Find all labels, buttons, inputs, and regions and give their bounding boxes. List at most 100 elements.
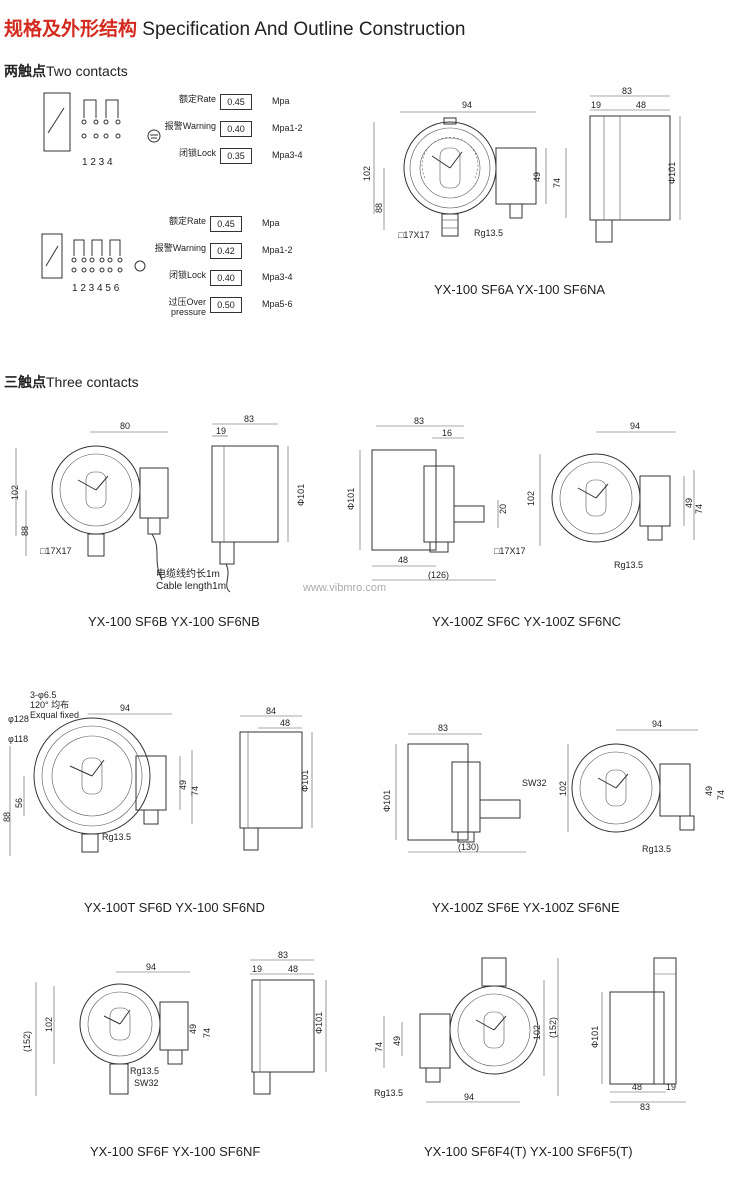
- dim-rg-f4: Rg13.5: [374, 1088, 403, 1098]
- dim-49-d: 49: [178, 780, 188, 790]
- terminal-numbers-6: 1 2 3 4 5 6: [72, 283, 120, 294]
- dim-152-f4: (152): [548, 1017, 558, 1038]
- dim-83-c: 83: [414, 416, 424, 426]
- dim-94-e: 94: [652, 719, 662, 729]
- dim-83-f: 83: [278, 950, 288, 960]
- terminal-numbers: 1 2 3 4: [82, 157, 113, 168]
- dim-48-c: 48: [398, 555, 408, 565]
- dim-19: 19: [591, 100, 601, 110]
- spec-unit: Mpa: [272, 96, 290, 106]
- spec-unit: Mpa3-4: [272, 150, 303, 160]
- dim-83-b: 83: [244, 414, 254, 424]
- dim-19-f: 19: [252, 964, 262, 974]
- dim-74-d: 74: [190, 786, 200, 796]
- dim-19-f4: 19: [666, 1082, 676, 1092]
- gauge-drawing-sf6f4: 74 49 102 (152) 94 Rg13.5 48 19 83 Φ101: [374, 957, 686, 1112]
- spec-value: 0.40: [220, 121, 252, 137]
- watermark: www.vibmro.com: [303, 582, 387, 594]
- dim-101: Φ101: [667, 162, 677, 184]
- dim-128: φ128: [8, 714, 29, 724]
- dim-102: 102: [362, 166, 372, 181]
- dim-rg-f: Rg13.5: [130, 1066, 159, 1076]
- dim-74-f4: 74: [374, 1042, 384, 1052]
- dim-square-c: □17X17: [494, 546, 525, 556]
- dim-rg-d: Rg13.5: [102, 832, 131, 842]
- spec-label: 过压Over pressure: [168, 297, 206, 317]
- spec-value: 0.40: [210, 270, 242, 286]
- dim-74-c: 74: [694, 504, 704, 514]
- gauge-drawing-sf6d: 94 φ128 φ118 88 56 49 74 Rg13.5 84 48 Φ1…: [2, 703, 313, 856]
- caption-sf6e: YX-100Z SF6E YX-100Z SF6NE: [432, 900, 620, 915]
- spec-label: 报警Warning: [154, 243, 206, 253]
- dim-49-e: 49: [704, 786, 714, 796]
- spec-label: 额定Rate: [168, 216, 206, 226]
- dim-20: 20: [498, 504, 508, 514]
- spec-value: 0.35: [220, 148, 252, 164]
- spec-label: 闭锁Lock: [168, 270, 206, 280]
- dim-rg-c: Rg13.5: [614, 560, 643, 570]
- dim-102-b: 102: [10, 485, 20, 500]
- dim-74-e: 74: [716, 790, 726, 800]
- gauge-drawing-sf6b: 80 102 88 □17X17 83 19 Φ101: [10, 414, 306, 593]
- dim-16: 16: [442, 428, 452, 438]
- page-title: 规格及外形结构 Specification And Outline Constr…: [4, 19, 466, 40]
- gauge-drawing-sf6f: 94 (152) 102 49 74 Rg13.5 SW32 83 19 48 …: [22, 950, 327, 1096]
- dim-square: □17X17: [398, 230, 429, 240]
- dim-rg-e: Rg13.5: [642, 844, 671, 854]
- spec-value: 0.50: [210, 297, 242, 313]
- dim-101-f4: Φ101: [590, 1026, 600, 1048]
- spec-unit: Mpa1-2: [262, 245, 293, 255]
- wiring-diagram-6-terminal: [41, 233, 146, 279]
- dim-84: 84: [266, 706, 276, 716]
- caption-sf6d: YX-100T SF6D YX-100 SF6ND: [84, 900, 265, 915]
- dim-48: 48: [636, 100, 646, 110]
- dim-118: φ118: [8, 734, 28, 744]
- dim-rg: Rg13.5: [474, 228, 503, 238]
- dim-101-f: Φ101: [314, 1012, 324, 1034]
- dim-49-f: 49: [188, 1024, 198, 1034]
- caption-sf6f: YX-100 SF6F YX-100 SF6NF: [90, 1144, 261, 1159]
- spec-unit: Mpa1-2: [272, 123, 303, 133]
- caption-sf6b: YX-100 SF6B YX-100 SF6NB: [88, 614, 260, 629]
- dim-49-c: 49: [684, 498, 694, 508]
- dim-19-b: 19: [216, 426, 226, 436]
- dim-94-d: 94: [120, 703, 130, 713]
- dim-88-d: 88: [2, 812, 12, 822]
- spec-unit: Mpa3-4: [262, 272, 293, 282]
- spec-value: 0.42: [210, 243, 242, 259]
- spec-unit: Mpa5-6: [262, 299, 293, 309]
- gauge-drawing-sf6a: 94 102 88 49 74 □17X17 Rg13.5 83 19 48 Φ…: [362, 86, 681, 243]
- spec-unit: Mpa: [262, 218, 280, 228]
- caption-sf6c: YX-100Z SF6C YX-100Z SF6NC: [432, 614, 622, 629]
- dim-56: 56: [14, 798, 24, 808]
- gauge-drawing-sf6c: 83 16 Φ101 48 (126) 20 □17X17 94 102 49 …: [346, 416, 704, 581]
- dim-88-b: 88: [20, 526, 30, 536]
- section-heading-two-contacts: 两触点Two contacts: [4, 63, 128, 79]
- section-heading-three-contacts: 三触点Three contacts: [4, 374, 139, 390]
- dim-48-f: 48: [288, 964, 298, 974]
- dim-49-f4: 49: [392, 1036, 402, 1046]
- dim-83-e: 83: [438, 723, 448, 733]
- dim-83-f4: 83: [640, 1102, 650, 1112]
- dim-101-d: Φ101: [300, 770, 310, 792]
- dim-94: 94: [462, 100, 472, 110]
- dim-94-f: 94: [146, 962, 156, 972]
- spec-value: 0.45: [220, 94, 252, 110]
- spec-label: 额定Rate: [178, 94, 216, 104]
- dim-102-f4: 102: [532, 1025, 542, 1040]
- caption-sf6a: YX-100 SF6A YX-100 SF6NA: [434, 282, 606, 297]
- dim-102-e: 102: [558, 781, 568, 796]
- dim-83: 83: [622, 86, 632, 96]
- dim-101-b: Φ101: [296, 484, 306, 506]
- spec-value: 0.45: [210, 216, 242, 232]
- dim-sw-f: SW32: [134, 1078, 159, 1088]
- dim-126: (126): [428, 570, 449, 580]
- dim-102-c: 102: [526, 491, 536, 506]
- wiring-diagram-4-terminal: [43, 92, 161, 152]
- dim-48-f4: 48: [632, 1082, 642, 1092]
- dim-square-b: □17X17: [40, 546, 71, 556]
- dim-94-f4: 94: [464, 1092, 474, 1102]
- dim-74: 74: [552, 178, 562, 188]
- dim-74-f: 74: [202, 1028, 212, 1038]
- dim-152: (152): [22, 1031, 32, 1052]
